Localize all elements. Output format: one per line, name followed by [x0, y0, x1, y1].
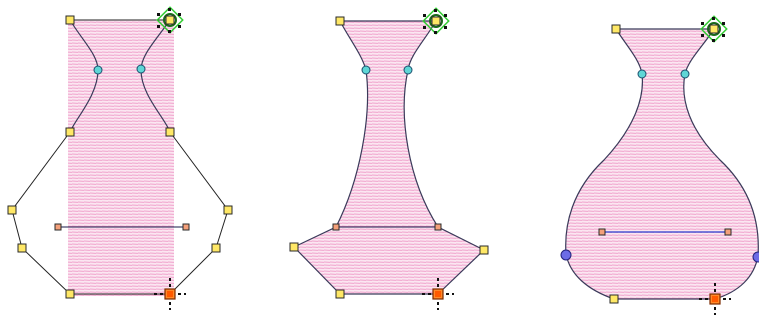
curve-node-left[interactable] — [560, 249, 572, 261]
handle-left[interactable] — [54, 223, 62, 231]
node-top-left[interactable] — [65, 15, 75, 25]
start-marker-icon[interactable] — [700, 15, 728, 43]
end-marker-icon[interactable] — [154, 278, 186, 310]
node-body-right-upper[interactable] — [223, 205, 233, 215]
node-top-left[interactable] — [335, 16, 345, 26]
node-neck-left[interactable] — [65, 127, 75, 137]
start-marker-icon[interactable] — [422, 7, 450, 35]
node-body-left-upper[interactable] — [7, 205, 17, 215]
handle-right[interactable] — [182, 223, 190, 231]
node-shoulder-right[interactable] — [479, 245, 489, 255]
bezier-node-right[interactable] — [403, 65, 413, 75]
curve-node-right[interactable] — [752, 251, 759, 263]
node-shoulder-left[interactable] — [289, 242, 299, 252]
stitch-fill-area — [565, 29, 759, 299]
node-top-left[interactable] — [611, 24, 621, 34]
handle-right[interactable] — [724, 228, 732, 236]
node-base-left[interactable] — [65, 289, 75, 299]
node-base-left[interactable] — [609, 294, 619, 304]
end-marker-icon[interactable] — [422, 278, 454, 310]
stitch-fill-area — [294, 21, 484, 294]
body-polygon-outline — [11, 131, 229, 295]
start-marker-icon[interactable] — [156, 6, 184, 34]
handle-left[interactable] — [332, 223, 340, 231]
bezier-node-left[interactable] — [637, 69, 647, 79]
handle-right[interactable] — [434, 223, 442, 231]
vase-shape-3[interactable] — [560, 15, 759, 315]
node-base-left[interactable] — [335, 289, 345, 299]
node-body-left-lower[interactable] — [17, 243, 27, 253]
bezier-node-left[interactable] — [93, 65, 103, 75]
bezier-node-left[interactable] — [361, 65, 371, 75]
node-body-right-lower[interactable] — [211, 243, 221, 253]
vase-shape-1[interactable] — [7, 6, 233, 310]
vase-shape-2[interactable] — [289, 7, 489, 310]
stitch-fill-area — [68, 20, 174, 296]
node-neck-right[interactable] — [165, 127, 175, 137]
bezier-node-right[interactable] — [136, 64, 146, 74]
end-marker-icon[interactable] — [699, 283, 731, 315]
handle-left[interactable] — [598, 228, 606, 236]
bezier-node-right[interactable] — [680, 69, 690, 79]
